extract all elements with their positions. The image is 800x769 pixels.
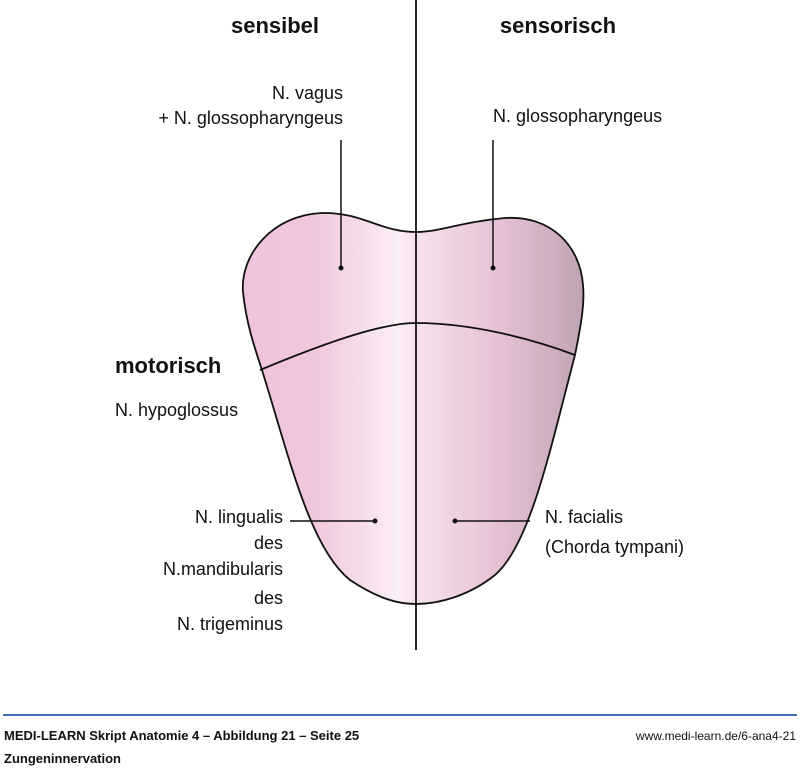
label-facialis: N. facialis <box>545 507 623 527</box>
label-lingualis-line: N. lingualis <box>195 507 283 527</box>
footer-title: MEDI-LEARN Skript Anatomie 4 – Abbildung… <box>4 728 359 743</box>
pointer-dot-vagus <box>338 265 344 271</box>
heading-motorisch: motorisch <box>115 353 221 378</box>
tongue <box>242 212 585 605</box>
heading-sensibel: sensibel <box>231 13 319 38</box>
label-vagus-glosso: + N. glossopharyngeus <box>158 108 343 128</box>
pointer-dot-lingualis <box>372 518 378 524</box>
label-lingualis: N. lingualis des N.mandibularis des N. t… <box>163 507 283 634</box>
label-lingualis-line: N. trigeminus <box>177 614 283 634</box>
label-lingualis-line: N.mandibularis <box>163 559 283 579</box>
label-lingualis-line: des <box>254 533 283 553</box>
label-vagus: N. vagus <box>272 83 343 103</box>
heading-sensorisch: sensorisch <box>500 13 616 38</box>
pointer-dot-glosso <box>490 265 496 271</box>
label-chorda-tympani: (Chorda tympani) <box>545 537 684 557</box>
label-hypoglossus: N. hypoglossus <box>115 400 238 420</box>
label-lingualis-line: des <box>254 588 283 608</box>
pointer-dot-facialis <box>452 518 458 524</box>
footer-subtitle: Zungeninnervation <box>4 751 121 766</box>
footer-url[interactable]: www.medi-learn.de/6-ana4-21 <box>635 729 796 743</box>
label-glossopharyngeus: N. glossopharyngeus <box>493 106 662 126</box>
